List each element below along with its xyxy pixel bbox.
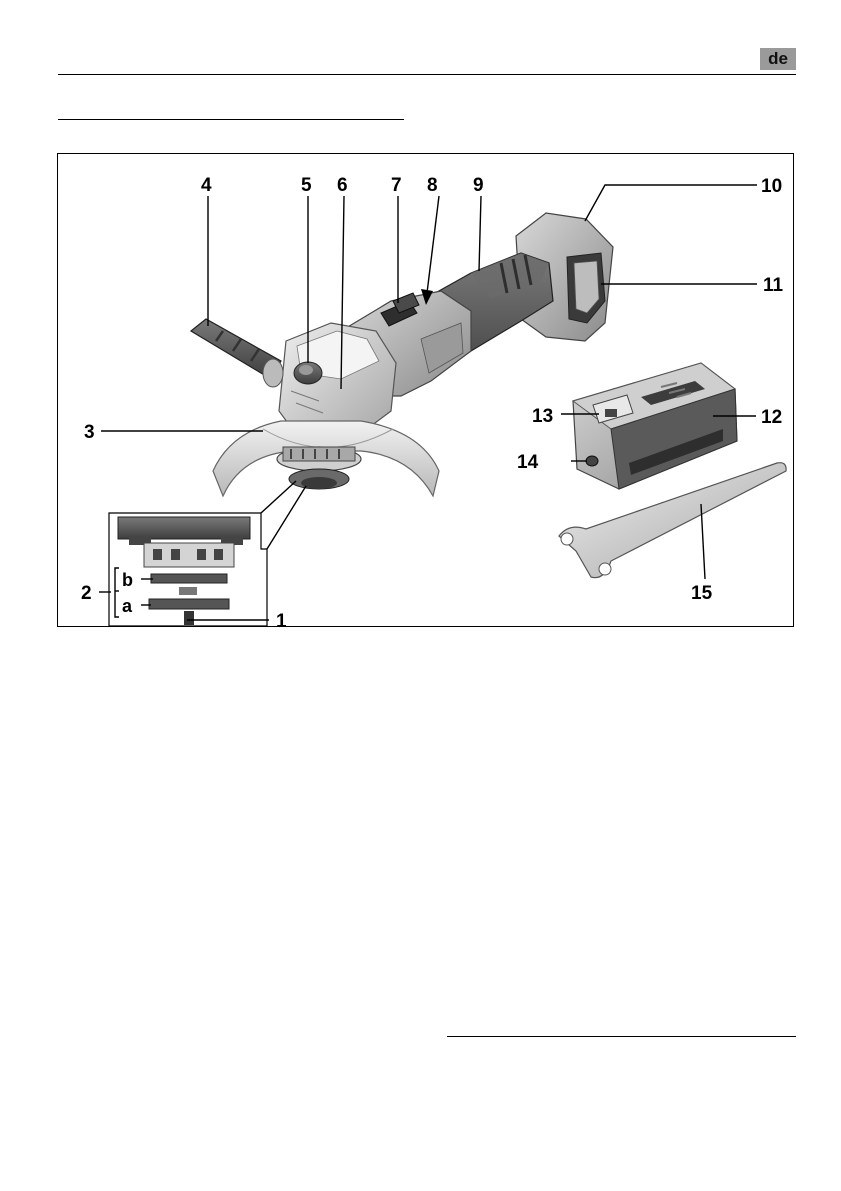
callout-11: 11	[763, 275, 784, 296]
footer-rule	[447, 1036, 796, 1037]
callout-a: a	[122, 596, 133, 616]
section-heading-rule	[58, 119, 404, 120]
battery-pack	[573, 363, 737, 489]
callout-6: 6	[337, 175, 348, 196]
callout-12: 12	[761, 407, 782, 428]
header-rule	[58, 74, 796, 75]
callout-1: 1	[276, 611, 287, 626]
callout-10: 10	[761, 176, 782, 197]
callout-9: 9	[473, 175, 484, 196]
callout-3: 3	[84, 422, 95, 443]
callout-14: 14	[517, 452, 539, 473]
language-badge: de	[760, 48, 796, 70]
callout-2: 2	[81, 583, 92, 604]
callout-4: 4	[201, 175, 212, 196]
grinder-body	[191, 213, 613, 496]
pin-spanner	[559, 463, 786, 578]
product-figure: 4 5 6 7 8 9 10 11 3 13 12 14 15 2 b a 1	[57, 153, 794, 627]
angle-grinder-illustration: 4 5 6 7 8 9 10 11 3 13 12 14 15 2 b a 1	[58, 154, 793, 626]
flange-detail-inset	[109, 481, 306, 626]
callout-15: 15	[691, 583, 713, 604]
callout-7: 7	[391, 175, 402, 196]
callout-13: 13	[532, 406, 553, 427]
callout-b: b	[122, 570, 133, 590]
callout-8: 8	[427, 175, 438, 196]
callout-5: 5	[301, 175, 312, 196]
